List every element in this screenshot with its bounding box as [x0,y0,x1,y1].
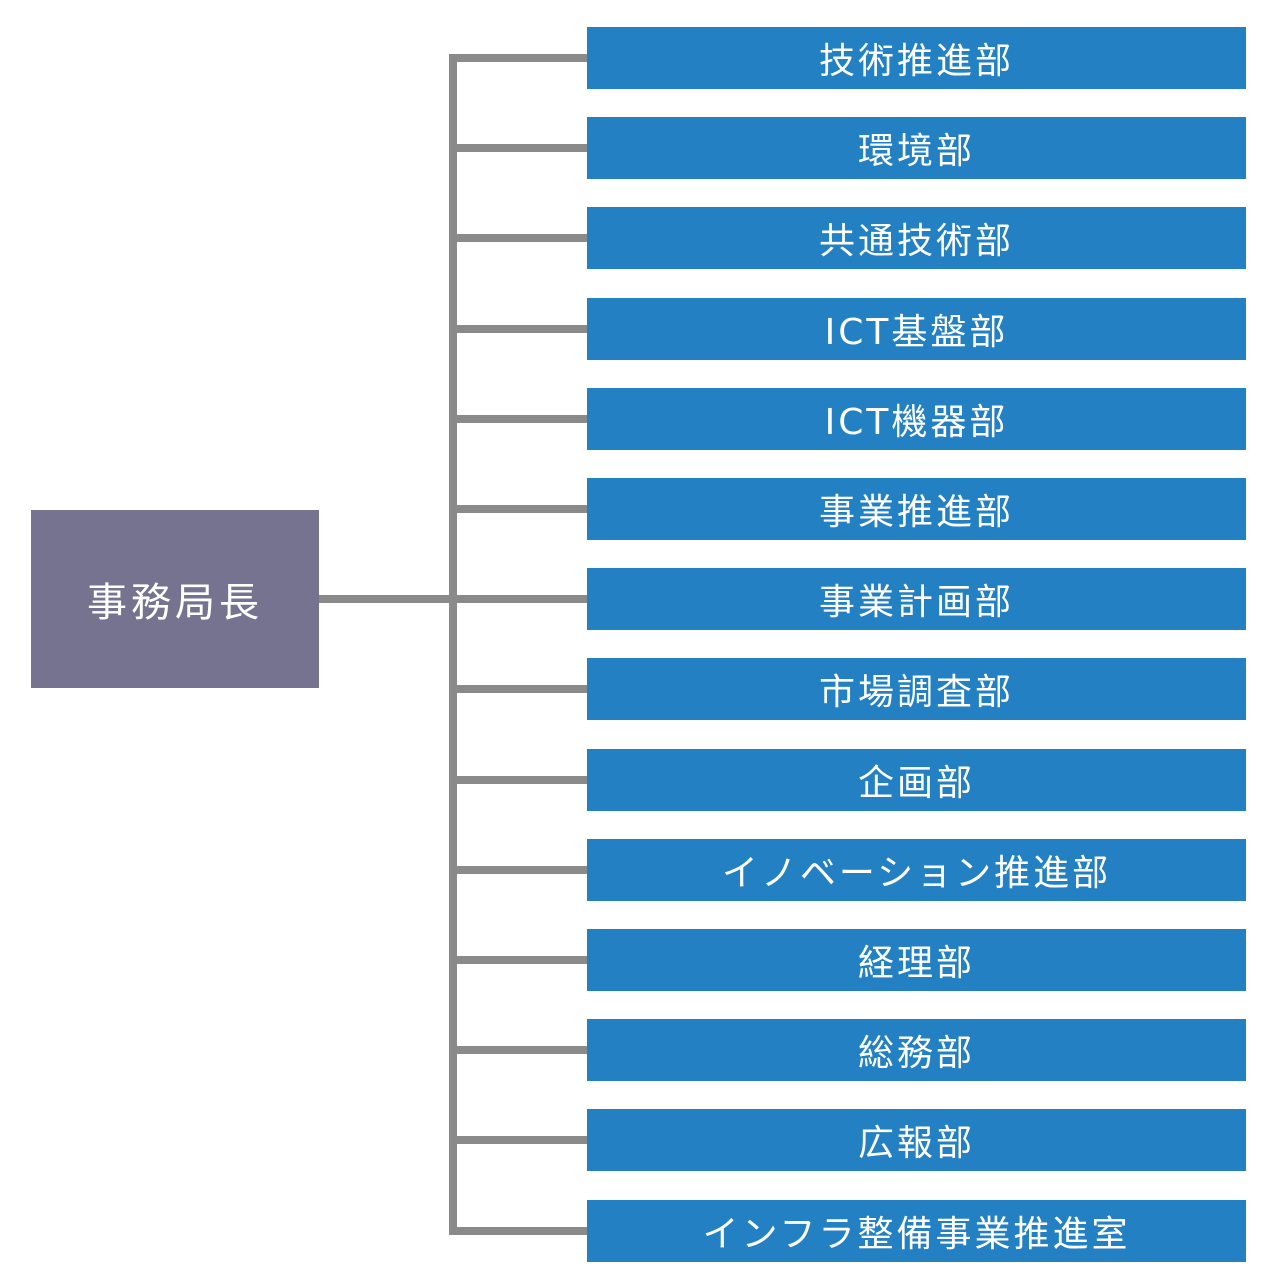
department-box: ICT基盤部 [587,298,1246,360]
department-box: インフラ整備事業推進室 [587,1200,1246,1262]
department-box: ICT機器部 [587,388,1246,450]
department-box: 事業推進部 [587,478,1246,540]
department-box: 企画部 [587,749,1246,811]
department-box: 経理部 [587,929,1246,991]
department-box: 環境部 [587,117,1246,179]
department-box: 技術推進部 [587,27,1246,89]
department-box: 広報部 [587,1109,1246,1171]
department-box: 事業計画部 [587,568,1246,630]
department-box: 総務部 [587,1019,1246,1081]
department-box: 共通技術部 [587,207,1246,269]
root-node-director-general: 事務局長 [31,510,319,688]
department-box: イノベーション推進部 [587,839,1246,901]
department-box: 市場調査部 [587,658,1246,720]
